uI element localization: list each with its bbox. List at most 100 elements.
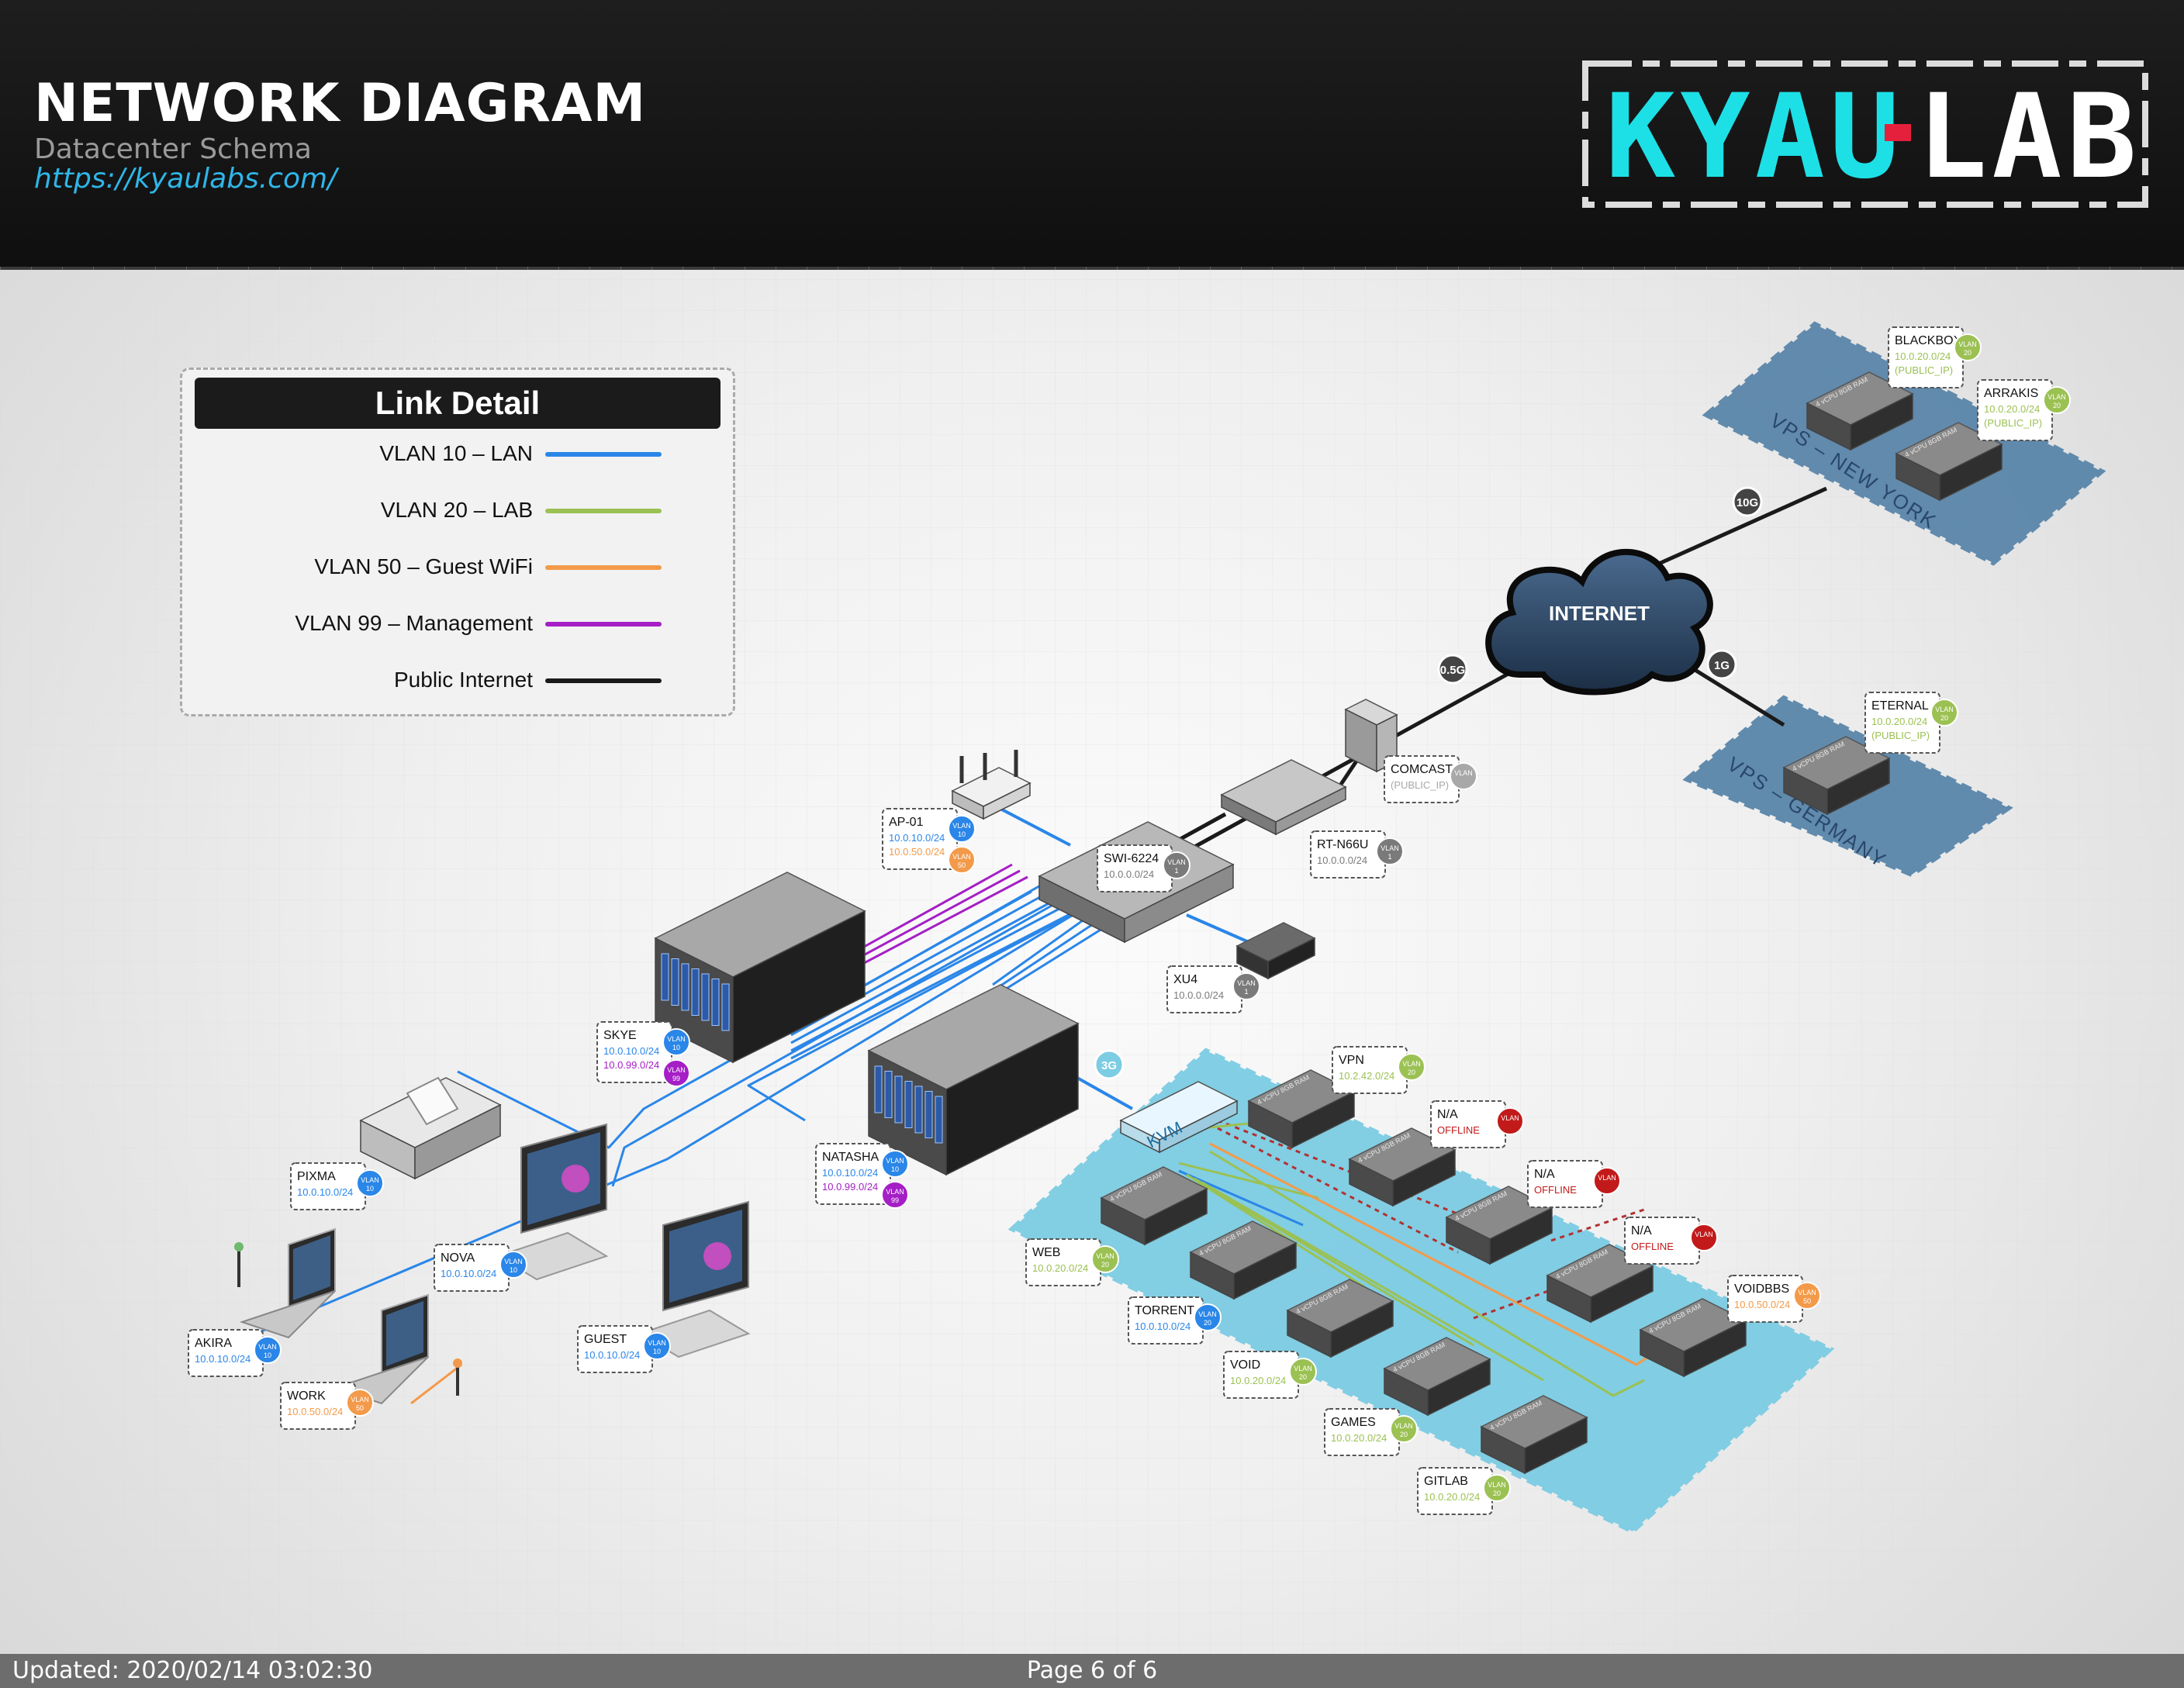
vlan-badge-na3-0	[1690, 1224, 1718, 1251]
vlan-badge-word-xu4-0: VLAN	[1237, 979, 1256, 987]
label-net-work-0: 10.0.50.0/24	[287, 1406, 343, 1417]
antenna-work-tip	[453, 1358, 462, 1368]
label-name-rt: RT-N66U	[1317, 838, 1368, 851]
rack-blackbox-side	[1850, 392, 1913, 451]
logo-dash	[1885, 124, 1911, 141]
vlan-badge-id-natasha-0: 10	[891, 1165, 899, 1173]
link-switch-xu4	[1186, 913, 1249, 944]
label-name-gitlab: GITLAB	[1424, 1475, 1468, 1488]
vlan-badge-word-comcast-0: VLAN	[1454, 769, 1473, 777]
label-name-void: VOID	[1230, 1358, 1260, 1372]
label-net-blackbox-0: 10.0.20.0/24	[1895, 350, 1951, 362]
vlan-badge-word-void-0: VLAN	[1294, 1365, 1312, 1372]
link-kvm-games	[1194, 1177, 1474, 1347]
label-name-natasha: NATASHA	[822, 1151, 879, 1164]
access-point-ap-01	[951, 767, 1032, 820]
site-link[interactable]: https://kyaulabs.com/	[34, 163, 337, 195]
label-net-games-0: 10.0.20.0/24	[1331, 1432, 1387, 1444]
legend-line-vlan20	[545, 509, 662, 513]
vlan-badge-id-xu4-0: 1	[1244, 988, 1248, 996]
label-net-na3-0: OFFLINE	[1631, 1241, 1674, 1252]
label-name-blackbox: BLACKBOX	[1895, 334, 1962, 347]
link-detail-legend: Link Detail VLAN 10 – LAN VLAN 20 – LAB …	[180, 368, 735, 716]
label-name-games: GAMES	[1331, 1416, 1376, 1429]
vlan-badge-id-skye-0: 10	[672, 1044, 680, 1051]
vlan-badge-pixma-0	[356, 1169, 384, 1197]
label-box-nova	[434, 1244, 510, 1292]
header-bar: NETWORK DIAGRAM Datacenter Schema https:…	[0, 0, 2184, 270]
server-natasha-bay-5	[924, 1091, 933, 1138]
label-name-nova: NOVA	[441, 1251, 475, 1265]
vlan-badge-arrakis-0	[2043, 386, 2071, 414]
rack-offline-3-side	[1590, 1265, 1654, 1324]
vlan-badge-word-torrent-0: VLAN	[1198, 1310, 1217, 1318]
printer-pixma-side	[414, 1103, 501, 1180]
label-name-web: WEB	[1032, 1246, 1060, 1259]
vlan-badge-na2-0	[1593, 1167, 1621, 1195]
access-point-ap-01-side	[983, 782, 1031, 820]
speed-isp-text: 0.5G	[1440, 664, 1466, 677]
link-lan-skye-4	[790, 907, 1081, 1060]
rack-games	[1383, 1337, 1491, 1417]
label-net-arrakis-1: (PUBLIC_IP)	[1984, 417, 2042, 429]
label-box-na1	[1430, 1100, 1506, 1148]
label-net-nova-0: 10.0.10.0/24	[441, 1268, 496, 1279]
label-box-na2	[1527, 1160, 1603, 1208]
desktop-guest-screen-art	[703, 1242, 731, 1270]
vlan-badge-id-torrent-0: 20	[1204, 1319, 1211, 1327]
laptop-work-screen	[386, 1301, 423, 1366]
kvm-switch	[1119, 1081, 1239, 1154]
label-box-na3	[1624, 1217, 1700, 1265]
vlan-badge-word-na2-0: VLAN	[1598, 1174, 1616, 1182]
vlan-badge-void-0	[1289, 1358, 1317, 1386]
vlan-badge-word-natasha-0: VLAN	[886, 1157, 904, 1165]
label-net-torrent-0: 10.0.10.0/24	[1135, 1320, 1190, 1332]
label-net-vpn-0: 10.2.42.0/24	[1339, 1070, 1394, 1082]
vlan-badge-comcast-0	[1450, 762, 1477, 790]
speed-new-york-text: 10G	[1736, 496, 1758, 509]
vlan-badge-word-rt-0: VLAN	[1381, 844, 1399, 852]
link-kvm-offline-3	[1473, 1286, 1560, 1320]
link-lan-natasha-1	[992, 912, 1110, 992]
label-box-ap	[882, 808, 958, 870]
vlan-badge-word-nova-0: VLAN	[504, 1258, 523, 1265]
rack-offline-1	[1348, 1127, 1457, 1207]
server-skye-bay-3	[691, 968, 700, 1016]
zone-vps-new-york	[1702, 321, 2106, 566]
page-subtitle: Datacenter Schema	[34, 133, 312, 165]
label-name-work: WORK	[287, 1389, 326, 1403]
page-title: NETWORK DIAGRAM	[34, 73, 647, 134]
label-box-guest	[577, 1325, 653, 1373]
legend-label-internet: Public Internet	[394, 668, 533, 692]
link-lan-natasha-2	[992, 918, 1118, 999]
server-natasha-bay-2	[894, 1075, 903, 1124]
vlan-badge-id-work-0: 50	[356, 1404, 364, 1412]
rack-voidbbs	[1639, 1298, 1747, 1378]
rack-gitlab	[1480, 1395, 1588, 1475]
label-box-xu4	[1166, 965, 1242, 1013]
server-skye-bay-0	[661, 953, 669, 1001]
label-net-pixma-0: 10.0.10.0/24	[297, 1186, 353, 1198]
vlan-badge-id-vpn-0: 20	[1408, 1068, 1415, 1076]
rack-offline-2-side	[1489, 1206, 1553, 1265]
legend-line-vlan10	[545, 452, 662, 457]
legend-line-vlan50	[545, 565, 662, 570]
label-box-web	[1025, 1238, 1101, 1286]
label-net-swi-0: 10.0.0.0/24	[1104, 868, 1154, 880]
switch-swi-6224-side	[1124, 863, 1234, 944]
rack-torrent-side	[1233, 1241, 1297, 1300]
label-net-natasha-0: 10.0.10.0/24	[822, 1167, 878, 1179]
rack-arrakis	[1895, 422, 2003, 502]
vlan-badge-id-swi-0: 1	[1174, 867, 1178, 875]
label-net-xu4-0: 10.0.0.0/24	[1173, 989, 1224, 1001]
vlan-badge-swi-0	[1163, 851, 1190, 879]
page-number: Page 6 of 6	[1026, 1657, 1158, 1684]
label-net-ap-1: 10.0.50.0/24	[889, 846, 945, 858]
